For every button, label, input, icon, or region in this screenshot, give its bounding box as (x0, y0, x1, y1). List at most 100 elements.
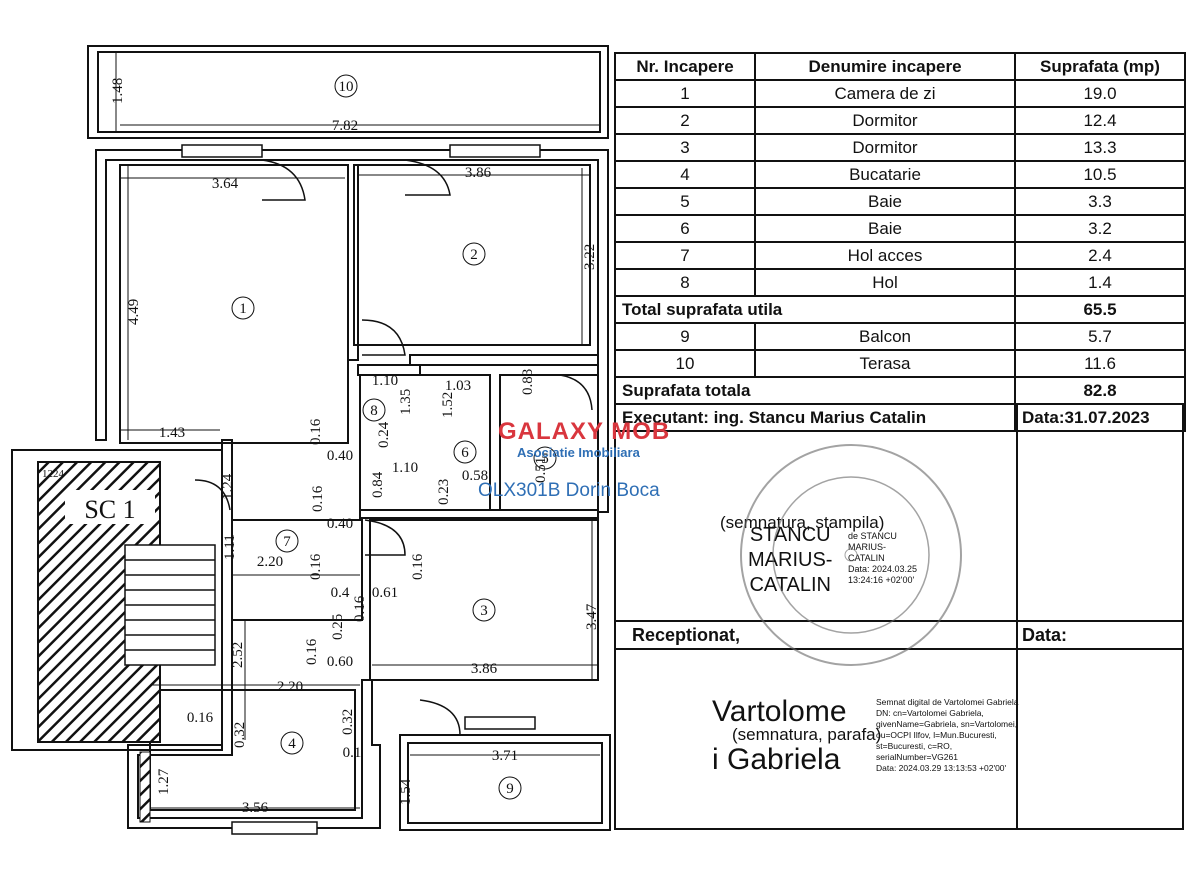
terrace-outline (87, 45, 609, 139)
dim-label: 1.27 (156, 768, 172, 795)
dim-label: 0.16 (304, 638, 320, 665)
sign2-info-line: ou=OCPI Ilfov, l=Mun.Bucuresti, (876, 730, 997, 740)
room-number-1: 1 (239, 301, 247, 317)
room-area: 3.3 (1014, 187, 1186, 216)
stair-number: 1224 (42, 468, 65, 480)
col-header-nr: Nr. Incapere (614, 52, 756, 81)
room-number-9: 9 (506, 781, 514, 797)
signer1-name-line: STANCU (749, 524, 831, 546)
dim-label: 2.20 (277, 679, 303, 695)
room-number-2: 2 (470, 247, 478, 263)
col-header-area: Suprafata (mp) (1014, 52, 1186, 81)
dim-label: 3.86 (465, 165, 492, 181)
signature-area: (semnatura, stampila) Receptionat, Data:… (614, 405, 1184, 830)
room-area: 11.6 (1014, 349, 1186, 378)
signer2-name-line2: i Gabriela (712, 743, 841, 776)
certification-stamp (740, 444, 962, 666)
dim-label: 0.23 (436, 479, 452, 505)
dim-label: 0.16 (187, 710, 214, 726)
room-name: Dormitor (754, 133, 1016, 162)
dim-label: 1.48 (110, 78, 126, 104)
dim-label: 3.47 (584, 603, 600, 630)
total-value: 82.8 (1014, 376, 1186, 405)
room-number-8: 8 (370, 403, 378, 419)
dim-label: 0.4 (331, 585, 350, 601)
room-nr: 7 (614, 241, 756, 270)
dim-label: 0.16 (310, 485, 326, 512)
dim-label: 0.16 (410, 553, 426, 580)
room-nr: 4 (614, 160, 756, 189)
room-nr: 9 (614, 322, 756, 351)
room-area: 3.2 (1014, 214, 1186, 243)
watermark-brand: GALAXY MOB (498, 418, 671, 445)
dim-label: 4.49 (126, 299, 142, 325)
dim-label: 2.20 (257, 554, 283, 570)
dim-label: 1.10 (372, 373, 398, 389)
dim-label: 3.56 (242, 800, 269, 816)
dim-label: 1.24 (220, 473, 236, 500)
room-name: Terasa (754, 349, 1016, 378)
room-number-5: 5 (541, 451, 549, 467)
room-nr: 6 (614, 214, 756, 243)
dim-label: 2.52 (230, 642, 246, 668)
dim-label: 1.11 (222, 534, 238, 560)
room-name: Camera de zi (754, 79, 1016, 108)
dim-label: 0.61 (372, 585, 398, 601)
watermark-listing-id: OLX301B Dorin Boca (478, 480, 660, 501)
balcony-outline (399, 734, 611, 831)
sign1-info-line: Data: 2024.03.25 (848, 564, 918, 574)
watermark-subtitle: Asociatie Imobiliara (517, 445, 640, 460)
sign1-info-line: de STANCU (848, 531, 897, 541)
room-number-3: 3 (480, 603, 488, 619)
room-name: Baie (754, 187, 1016, 216)
floor-plan: 10 1 2 8 6 5 7 3 4 9 SC 1 1224 1.48 7.82… (11, 45, 611, 835)
dim-label: 0.24 (376, 421, 392, 448)
signer1-name-line: CATALIN (749, 574, 831, 596)
stair-label: SC 1 (84, 495, 135, 524)
sign2-info-line: DN: cn=Vartolomei Gabriela, (876, 708, 984, 718)
dim-label: 0.40 (327, 448, 353, 464)
executant-label: Executant: ing. Stancu Marius Catalin (614, 403, 1016, 432)
room-number-7: 7 (283, 534, 291, 550)
room-area: 5.7 (1014, 322, 1186, 351)
dim-label: 3.64 (212, 176, 239, 192)
dim-label: 1.52 (440, 392, 456, 418)
area-table: Nr. Incapere Denumire incapere Suprafata… (614, 52, 1186, 432)
data-label: Data: (1022, 625, 1068, 645)
dim-label: 0.16 (352, 595, 368, 622)
dim-label: 3.71 (492, 748, 518, 764)
total-util-value: 65.5 (1014, 295, 1186, 324)
dim-label: 0.84 (370, 471, 386, 498)
room-name: Baie (754, 214, 1016, 243)
room-area: 19.0 (1014, 79, 1186, 108)
dim-label: 0.83 (520, 369, 536, 395)
signer2-name-line1: Vartolome (712, 695, 847, 728)
sign1-info-line: 13:24:16 +02'00' (848, 575, 915, 585)
sign-parafa-label: (semnatura, parafa) (732, 725, 882, 744)
room-name: Dormitor (754, 106, 1016, 135)
dim-label: 1.10 (392, 460, 418, 476)
dim-label: 1.43 (159, 425, 185, 441)
sign2-info-line: givenName=Gabriela, sn=Vartolomei, (876, 719, 1018, 729)
sign2-info-line: st=Bucuresti, c=RO, (876, 741, 953, 751)
room-number-6: 6 (461, 445, 469, 461)
room-nr: 3 (614, 133, 756, 162)
dim-label: 0.32 (340, 709, 356, 735)
room-nr: 2 (614, 106, 756, 135)
sign2-info-line: Semnat digital de Vartolomei Gabriela (876, 697, 1019, 707)
room-number-10: 10 (339, 79, 354, 95)
total-util-label: Total suprafata utila (614, 295, 1016, 324)
room-name: Hol (754, 268, 1016, 297)
dim-label: 0.58 (462, 468, 488, 484)
outer-wall (95, 149, 609, 513)
dim-label: 1.54 (398, 778, 414, 805)
